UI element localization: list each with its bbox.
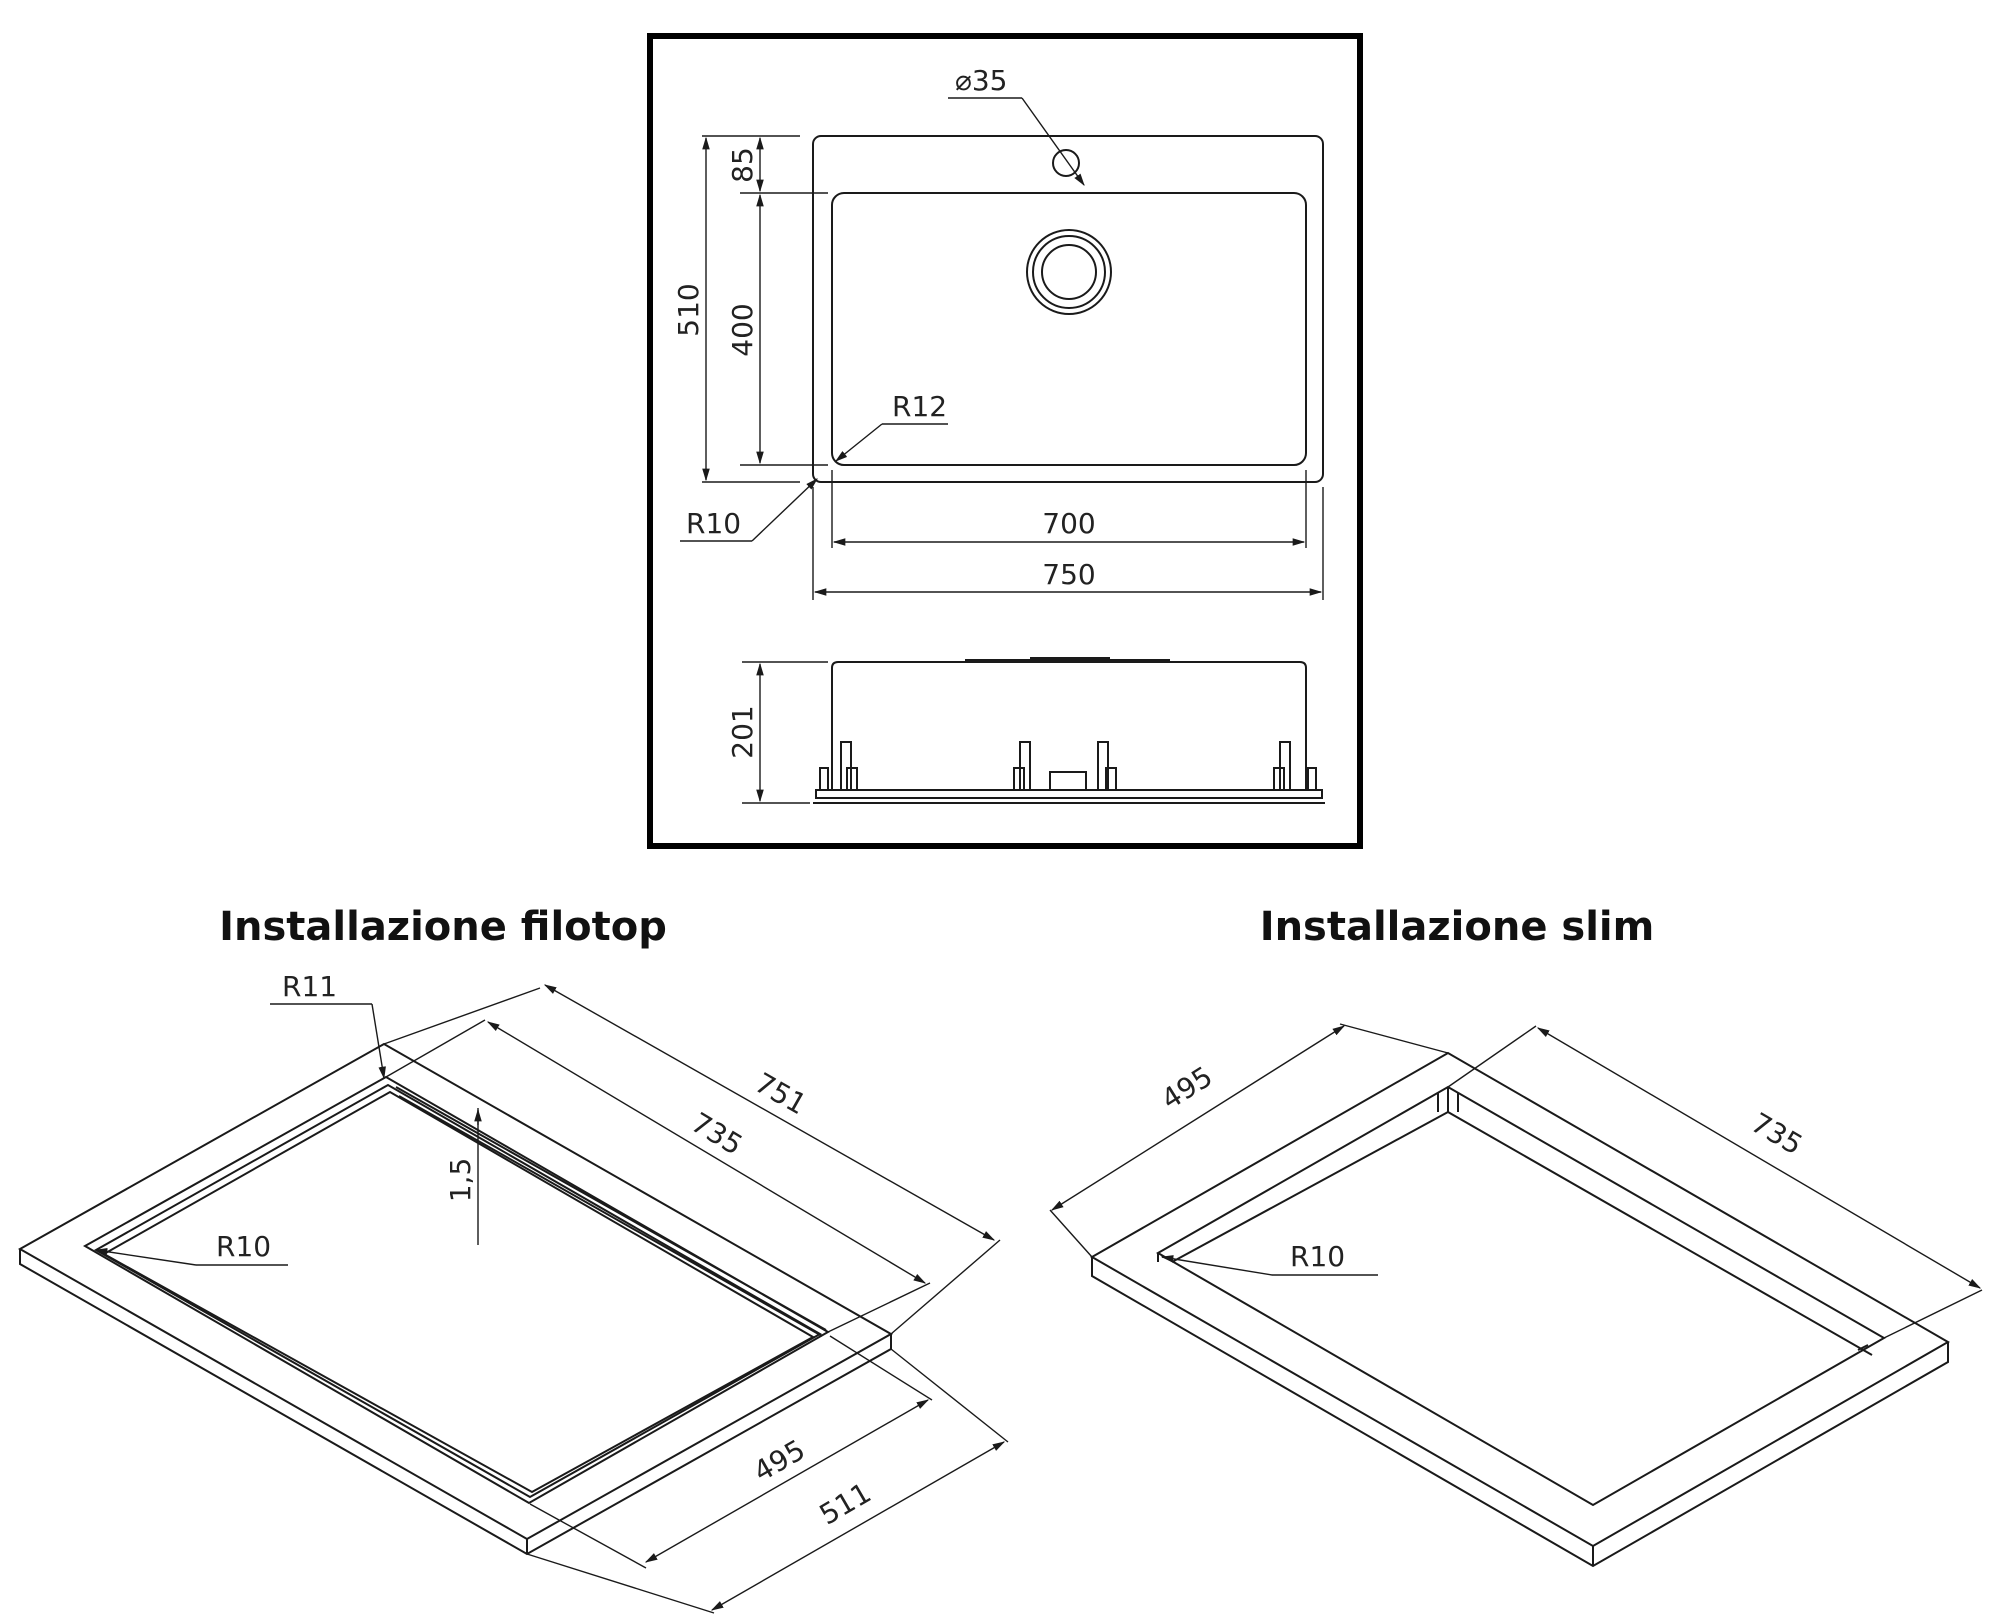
bowl-outline [831,192,1307,466]
worktop-flange [815,789,1323,799]
slim-title: Installazione slim [1260,904,1655,950]
filotop-title: Installazione filotop [219,904,667,950]
filotop-735-label: 735 [685,1106,748,1162]
filotop-r11-label: R11 [282,970,337,1003]
slim-495-label: 495 [1156,1060,1219,1116]
drain-inner [1041,244,1097,300]
overflow-box [1049,771,1087,791]
dim-400-label: 400 [726,303,759,356]
dim-201-label: 201 [726,705,759,758]
dim-750-label: 750 [1042,558,1095,591]
mounting-clips [819,741,1317,791]
filotop-751-label: 751 [749,1066,812,1121]
slim-r10-label: R10 [1290,1240,1345,1273]
dim-85-label: 85 [726,147,759,183]
dim-700-label: 700 [1042,507,1095,540]
side-view: 201 [726,657,1325,804]
hole-diameter-label: ⌀35 [955,64,1008,97]
sink-body-side [831,661,1307,790]
tap-hole [1052,149,1080,177]
sink-outline [812,135,1324,483]
drain-middle [1032,235,1106,309]
radius-r12-label: R12 [892,390,947,423]
filotop-511-label: 511 [814,1476,877,1531]
filotop-drawing: R11 R10 1,5 751 735 495 511 [17,970,1009,1614]
radius-r10-label: R10 [686,507,741,540]
drain-outer [1026,229,1112,315]
slim-drawing: 495 735 R10 [1049,1023,1983,1568]
filotop-depth-label: 1,5 [444,1158,477,1203]
filotop-r10-label: R10 [216,1230,271,1263]
filotop-495-label: 495 [748,1433,811,1488]
top-view: ⌀35 510 85 400 R12 R10 700 750 [672,64,1324,600]
drawing-frame [647,33,1363,849]
slim-735-label: 735 [1745,1106,1808,1162]
dim-510-label: 510 [672,283,705,336]
